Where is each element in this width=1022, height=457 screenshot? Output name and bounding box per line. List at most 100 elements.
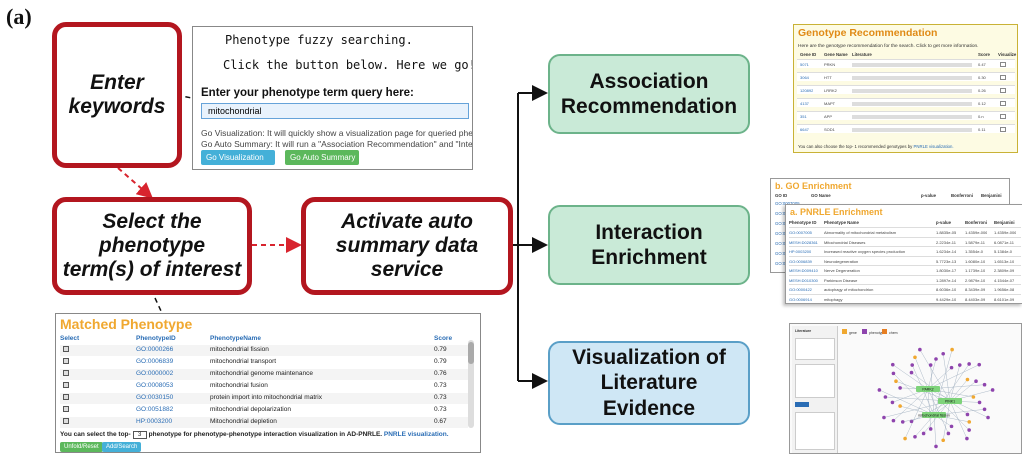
legend-label: gene [849, 331, 857, 335]
network-edge [927, 358, 937, 390]
gene-score: 0.12 [978, 101, 986, 106]
row-checkbox[interactable] [63, 418, 69, 424]
phenotype-id[interactable]: GO:0051882 [136, 406, 174, 413]
phenotype-id[interactable]: GO:0000002 [136, 370, 174, 377]
network-node [982, 382, 987, 387]
network-edge [911, 400, 951, 422]
button-descriptions: Go Visualization: It will quickly show a… [201, 128, 472, 149]
row-checkbox[interactable] [63, 394, 69, 400]
unselect-reset-button[interactable]: Unfold/Reset [60, 442, 103, 452]
col-phenotype-id: PhenotypeID [136, 335, 176, 342]
visualize-icon[interactable] [1000, 127, 1006, 132]
phenotype-id[interactable]: HP:0003200 [136, 418, 173, 425]
gene-id[interactable]: 3064 [800, 75, 809, 80]
network-node [965, 377, 970, 382]
network-node [941, 438, 946, 443]
phenotype-query-input[interactable]: mitochondrial [201, 103, 469, 119]
phenotype-id[interactable]: GO:0007005 [789, 230, 812, 235]
network-apply-button[interactable] [795, 402, 809, 407]
network-filter-box[interactable] [795, 364, 835, 398]
network-node [949, 424, 954, 429]
pnrle-visualization-link[interactable]: PNRLE visualization. [383, 431, 449, 438]
gene-id[interactable]: 120892 [800, 88, 814, 93]
network-node [913, 434, 917, 439]
phenotype-id[interactable]: MESH:D028361 [789, 239, 818, 245]
p-value: 1.6234e-14 [936, 249, 957, 254]
phenotype-id[interactable]: GO:0000266 [136, 346, 174, 353]
phenotype-id[interactable]: MESH:D010300 [789, 277, 818, 283]
gene-name: PRKN [824, 62, 836, 67]
row-checkbox[interactable] [63, 382, 69, 388]
go-id[interactable]: GO:0007005 [775, 201, 800, 206]
visualize-icon[interactable] [1000, 88, 1006, 93]
phenotype-id[interactable]: HP:0003200 [789, 249, 812, 254]
visualize-icon[interactable] [1000, 75, 1006, 80]
gene-id[interactable]: 5071 [800, 62, 809, 67]
top-n-input[interactable]: 3 [132, 431, 147, 439]
step-text-line: phenotype [98, 233, 206, 257]
phenotype-id[interactable]: MESH:D009410 [789, 268, 818, 273]
network-node [928, 427, 933, 431]
p-value: 5.7723e-13 [936, 258, 957, 264]
network-node [965, 412, 970, 417]
table-scrollbar-thumb[interactable] [468, 342, 474, 364]
add-search-button[interactable]: Add/Search [102, 442, 142, 452]
result-text-line: Evidence [602, 396, 696, 420]
phenotype-id[interactable]: GO:0006839 [789, 258, 812, 264]
network-node [918, 347, 922, 352]
table-scrollbar[interactable] [468, 340, 474, 428]
gene-id[interactable]: 351 [800, 114, 807, 119]
row-checkbox[interactable] [63, 358, 69, 364]
step-text-line: Activate auto [341, 209, 473, 233]
gene-id[interactable]: 4137 [800, 101, 809, 106]
genotype-header: Literature [852, 52, 872, 57]
gene-id[interactable]: 6647 [800, 127, 809, 132]
visualize-icon[interactable] [1000, 62, 1006, 67]
network-node [890, 400, 895, 405]
genotype-pnrle-link[interactable]: PNRLE visualization. [913, 144, 954, 149]
phenotype-id[interactable]: GO:0006914 [789, 296, 812, 302]
visualize-icon[interactable] [1000, 114, 1006, 119]
phenotype-id[interactable]: GO:0008053 [136, 382, 174, 389]
network-edge [949, 379, 968, 402]
genotype-recommendation-screenshot: Genotype Recommendation Here are the gen… [793, 24, 1018, 153]
row-checkbox[interactable] [63, 346, 69, 352]
row-checkbox[interactable] [63, 406, 69, 412]
go-visualization-button[interactable]: Go Visualization [201, 150, 275, 165]
table-row[interactable]: GO:0000266 mitochondrial fission 0.79 [60, 345, 468, 356]
phenotype-name: mitochondrial fission [210, 346, 269, 353]
table-row[interactable]: GO:0030150 protein import into mitochondr… [60, 393, 468, 404]
phenotype-score: 0.79 [434, 358, 447, 365]
go-auto-summary-button[interactable]: Go Auto Summary [285, 150, 359, 165]
phenotype-name: protein import into mitochondrial matrix [210, 394, 322, 401]
network-search-box[interactable] [795, 338, 835, 360]
phenotype-id[interactable]: GO:0000422 [789, 287, 812, 292]
phenotype-id[interactable]: GO:0030150 [136, 394, 174, 401]
genotype-topn[interactable]: 1 [854, 144, 857, 149]
phenotype-id[interactable]: GO:0006839 [136, 358, 174, 365]
phenotype-score: 0.79 [434, 346, 447, 353]
network-edge [914, 357, 929, 390]
visualize-icon[interactable] [1000, 101, 1006, 106]
row-checkbox[interactable] [63, 370, 69, 376]
